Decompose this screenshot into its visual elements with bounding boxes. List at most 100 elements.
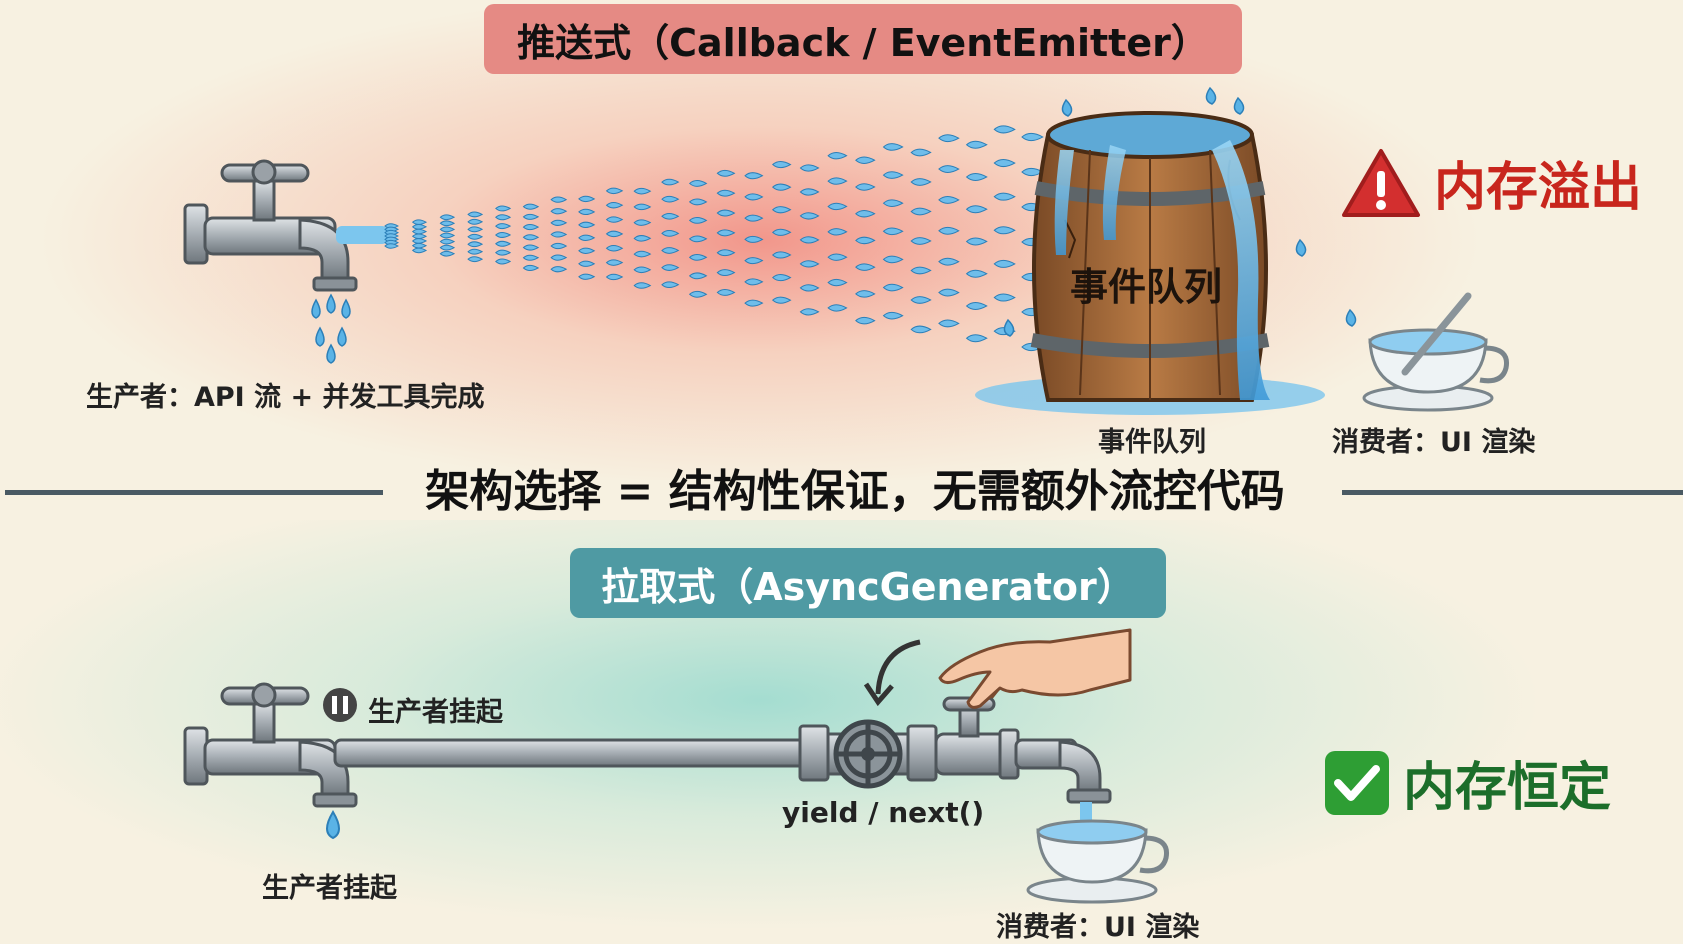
spray-droplet xyxy=(467,211,484,218)
spray-droplet xyxy=(439,232,456,239)
spray-droplet xyxy=(578,260,596,267)
pull-producer-label: 生产者挂起 xyxy=(262,873,397,904)
warning-icon xyxy=(1342,148,1420,217)
push-faucet-drips xyxy=(311,293,351,364)
spray-droplet xyxy=(882,171,904,179)
pull-single-drop xyxy=(326,810,340,840)
spray-droplet xyxy=(744,172,764,180)
spray-droplet xyxy=(522,254,540,261)
push-mode-title: 推送式（Callback / EventEmitter） xyxy=(484,4,1242,74)
spray-droplet xyxy=(965,301,988,310)
splash-drops xyxy=(1003,86,1357,337)
spray-droplet xyxy=(467,226,484,233)
spray-droplet xyxy=(495,240,512,247)
checkmark-icon xyxy=(1325,750,1389,815)
spray-droplet xyxy=(661,247,680,254)
spray-droplet xyxy=(965,237,988,246)
spray-droplet xyxy=(771,251,792,259)
spray-droplet xyxy=(467,241,484,248)
pull-faucet xyxy=(183,682,358,808)
push-water-spray xyxy=(384,125,1044,352)
spray-droplet xyxy=(439,250,456,257)
spray-droplet xyxy=(578,195,596,203)
spray-droplet xyxy=(938,134,960,143)
spray-droplet xyxy=(938,257,960,266)
architecture-divider-text: 架构选择 = 结构性保证，无需额外流控代码 xyxy=(425,466,1285,517)
spray-droplet xyxy=(771,183,792,191)
spray-droplet xyxy=(910,178,932,186)
spray-droplet xyxy=(855,156,876,164)
spray-droplet xyxy=(716,249,736,257)
spray-droplet xyxy=(882,199,904,207)
spray-droplet xyxy=(855,263,876,271)
pause-icon xyxy=(323,688,357,722)
turn-arrow-icon xyxy=(863,639,921,707)
spray-droplet xyxy=(550,219,568,226)
memory-constant-status: 内存恒定 xyxy=(1325,745,1611,820)
spray-droplet xyxy=(744,214,764,222)
spray-droplet xyxy=(716,288,736,296)
spray-droplet xyxy=(522,224,540,231)
spray-droplet xyxy=(910,325,932,334)
spray-droplet xyxy=(744,235,764,243)
spray-droplet xyxy=(827,278,848,287)
spray-droplet xyxy=(910,148,932,157)
spray-droplet xyxy=(993,259,1016,268)
yield-next-label: yield / next() xyxy=(782,796,985,829)
spray-droplet xyxy=(495,214,512,221)
spray-droplet xyxy=(522,264,540,271)
pull-outlet-faucet xyxy=(934,696,1112,804)
memory-overflow-alert: 内存溢出 xyxy=(1340,145,1642,220)
spray-droplet xyxy=(993,158,1016,168)
divider-line-right xyxy=(1342,490,1683,495)
spray-droplet xyxy=(938,319,960,328)
spray-droplet xyxy=(855,209,876,218)
spray-droplet xyxy=(938,165,960,173)
spray-droplet xyxy=(855,290,876,298)
spray-droplet xyxy=(411,238,428,244)
spray-droplet xyxy=(550,266,568,273)
spray-droplet xyxy=(827,304,848,312)
spray-droplet xyxy=(799,308,820,316)
spray-droplet xyxy=(605,259,624,266)
spray-droplet xyxy=(439,214,456,221)
spray-droplet xyxy=(633,266,652,274)
push-water-jet xyxy=(336,226,388,244)
spray-droplet xyxy=(827,152,848,160)
spray-droplet xyxy=(1021,132,1044,142)
spray-droplet xyxy=(578,208,596,216)
spray-droplet xyxy=(550,231,568,238)
spray-droplet xyxy=(799,212,820,220)
spray-droplet xyxy=(799,260,820,268)
spray-droplet xyxy=(495,205,512,212)
spray-droplet xyxy=(744,193,764,201)
spray-droplet xyxy=(910,266,932,275)
spray-droplet xyxy=(605,216,624,223)
event-queue-label: 事件队列 xyxy=(1098,427,1206,458)
spray-droplet xyxy=(411,219,428,225)
spray-droplet xyxy=(578,247,596,254)
spray-droplet xyxy=(439,220,456,227)
spray-droplet xyxy=(550,254,568,261)
spray-droplet xyxy=(605,201,624,209)
spray-droplet xyxy=(522,213,540,220)
spray-droplet xyxy=(467,256,484,263)
spray-droplet xyxy=(661,212,680,220)
hand-on-valve xyxy=(938,628,1132,709)
spray-droplet xyxy=(882,255,904,264)
spray-droplet xyxy=(550,196,568,203)
spray-droplet xyxy=(467,248,484,255)
spray-droplet xyxy=(439,238,456,245)
push-faucet xyxy=(183,159,358,292)
spray-droplet xyxy=(688,180,708,187)
spray-droplet xyxy=(411,224,428,230)
barrel-label: 事件队列 xyxy=(1070,265,1223,309)
spray-droplet xyxy=(827,228,848,236)
spray-droplet xyxy=(411,233,428,240)
spray-droplet xyxy=(661,230,680,237)
spray-droplet xyxy=(688,253,708,261)
spray-droplet xyxy=(522,234,540,241)
spray-droplet xyxy=(993,125,1016,134)
spray-droplet xyxy=(578,273,596,280)
spray-droplet xyxy=(522,203,540,210)
